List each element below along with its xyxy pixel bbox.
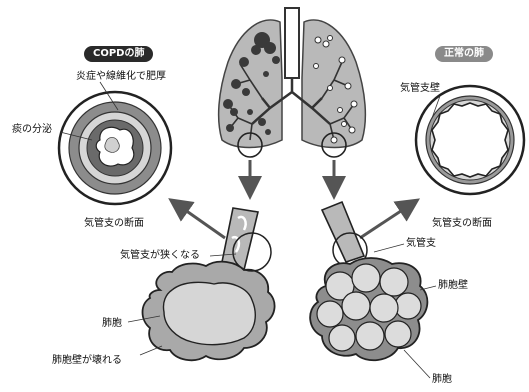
copd-narrowing-label: 気管支が狭くなる [120,250,200,262]
mucus-blob [105,138,119,153]
normal-section-label: 気管支の断面 [432,218,492,230]
normal-bronchiole [322,202,364,262]
normal-alveoli-label: 肺胞 [432,374,452,386]
copd-alveoli-illustration [128,208,275,360]
normal-bronchial-wall-label: 気管支壁 [400,83,440,95]
right-lung-normal [302,20,365,148]
arrow-to-normal-section [360,205,410,238]
normal-alveolar-wall-label: 肺胞壁 [438,280,468,292]
trachea [285,8,299,78]
copd-title-badge: COPDの肺 [84,46,153,62]
normal-lumen [432,103,508,177]
copd-secretion-label: 痰の分泌 [12,124,52,136]
normal-bronchus-label: 気管支 [406,238,436,250]
normal-bronchus-cross-section [416,86,524,194]
copd-section-label: 気管支の断面 [84,218,144,230]
copd-wall-thickening-label: 炎症や線維化で肥厚 [76,71,166,83]
copd-bronchus-cross-section [59,82,171,204]
normal-title-badge: 正常の肺 [435,46,493,62]
arrow-to-copd-section [178,205,225,238]
arrows [178,160,410,238]
lungs-illustration [219,8,366,157]
copd-alveoli-label: 肺胞 [102,318,122,330]
copd-broken-wall-label: 肺胞壁が壊れる [52,355,122,367]
